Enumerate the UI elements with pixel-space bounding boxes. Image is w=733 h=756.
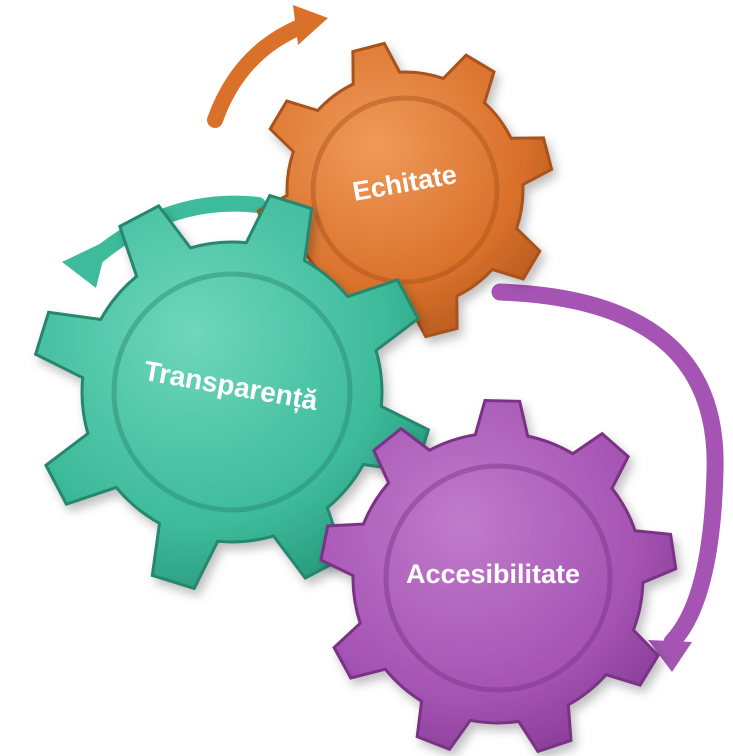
- gear-accesibilitate: Accesibilitate: [319, 398, 678, 754]
- gear-transparenta: Transparență: [33, 193, 431, 591]
- gear-label-accesibilitate: Accesibilitate: [406, 559, 580, 589]
- arrow-purple: [491, 283, 724, 672]
- arrow-orange: [207, 5, 328, 128]
- arrow-teal: [62, 195, 266, 288]
